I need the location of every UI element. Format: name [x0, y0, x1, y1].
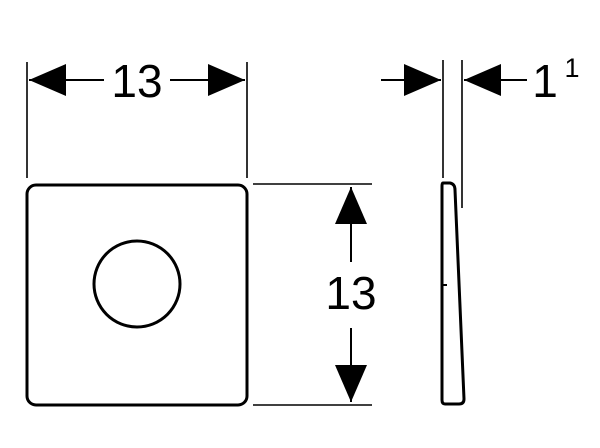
width-arrowhead-right	[208, 64, 245, 96]
height-dimension: 13	[253, 183, 377, 406]
width-dimension-label: 13	[111, 55, 162, 107]
front-view	[25, 183, 249, 407]
thickness-arrowhead-left	[404, 64, 441, 96]
side-plate-profile	[440, 181, 466, 406]
width-dimension: 13	[26, 55, 248, 178]
side-view	[440, 181, 466, 406]
width-arrowhead-left	[29, 64, 66, 96]
height-dimension-label: 13	[325, 267, 376, 319]
height-arrowhead-top	[335, 187, 367, 224]
thickness-dimension: 1 1	[381, 53, 580, 208]
height-arrowhead-bottom	[335, 365, 367, 402]
front-plate-outline	[25, 183, 249, 407]
flush-button-circle	[92, 239, 182, 329]
thickness-arrowhead-right	[464, 64, 501, 96]
thickness-dimension-superscript: 1	[564, 53, 579, 83]
thickness-dimension-label: 1	[532, 55, 558, 107]
